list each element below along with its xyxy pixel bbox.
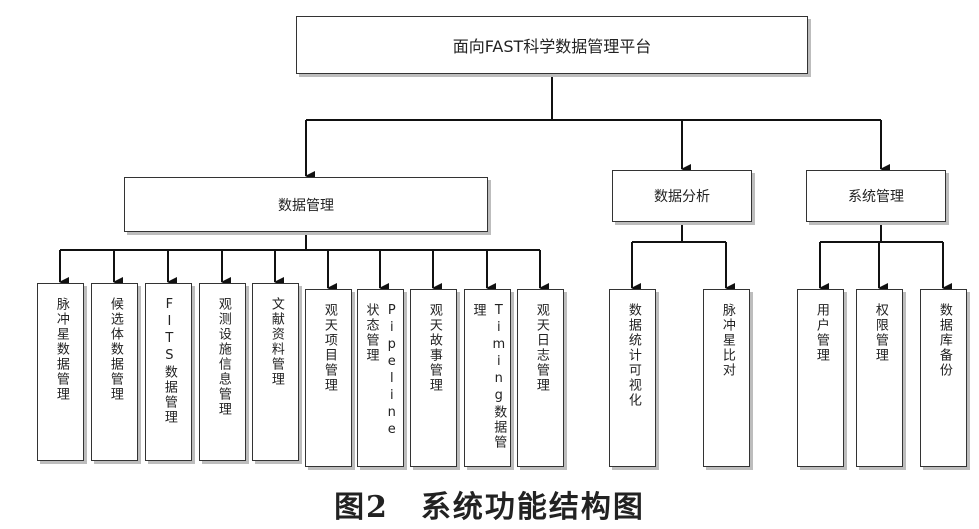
root-node-label: 面向FAST科学数据管理平台	[452, 37, 652, 56]
group-node-data-analysis: 数据分析	[612, 170, 752, 222]
leaf-label: 观天项目管理	[321, 303, 337, 393]
leaf-label: 权限管理	[872, 303, 888, 363]
group-node-data-management: 数据管理	[124, 177, 488, 232]
leaf-node: FITS数据管理	[145, 283, 192, 461]
leaf-node: 观天故事管理	[410, 289, 457, 467]
leaf-node: 数据统计可视化	[609, 289, 656, 467]
leaf-node: 脉冲星数据管理	[37, 283, 84, 461]
leaf-node: Pipeline 状态管理	[357, 289, 404, 467]
group-label: 数据分析	[654, 189, 710, 205]
leaf-node: Timing数据管理	[464, 289, 511, 467]
leaf-label: 数据统计可视化	[625, 303, 641, 408]
leaf-label: 用户管理	[813, 303, 829, 363]
leaf-node: 观天项目管理	[305, 289, 352, 467]
leaf-label: FITS数据管理	[161, 297, 177, 425]
figure-caption: 图2 系统功能结构图	[334, 490, 645, 525]
group-label: 系统管理	[848, 189, 904, 205]
leaf-label: 脉冲星比对	[719, 303, 735, 378]
leaf-node: 观测设施信息管理	[199, 283, 246, 461]
leaf-node: 用户管理	[797, 289, 844, 467]
leaf-node: 候选体数据管理	[91, 283, 138, 461]
leaf-node: 权限管理	[856, 289, 903, 467]
group-node-system-management: 系统管理	[806, 170, 946, 222]
leaf-label: Timing数据管理	[470, 303, 507, 450]
leaf-label: 观天日志管理	[533, 303, 549, 393]
leaf-label: 候选体数据管理	[107, 297, 123, 402]
leaf-label: 数据库备份	[936, 303, 952, 378]
leaf-label: Pipeline 状态管理	[363, 303, 400, 439]
leaf-label: 观测设施信息管理	[215, 297, 231, 417]
root-node: 面向FAST科学数据管理平台	[296, 16, 808, 74]
group-label: 数据管理	[278, 197, 334, 214]
leaf-node: 脉冲星比对	[703, 289, 750, 467]
leaf-node: 数据库备份	[920, 289, 967, 467]
leaf-label: 脉冲星数据管理	[53, 297, 69, 402]
leaf-label: 文献资料管理	[268, 297, 284, 387]
leaf-node: 观天日志管理	[517, 289, 564, 467]
leaf-node: 文献资料管理	[252, 283, 299, 461]
leaf-label: 观天故事管理	[426, 303, 442, 393]
